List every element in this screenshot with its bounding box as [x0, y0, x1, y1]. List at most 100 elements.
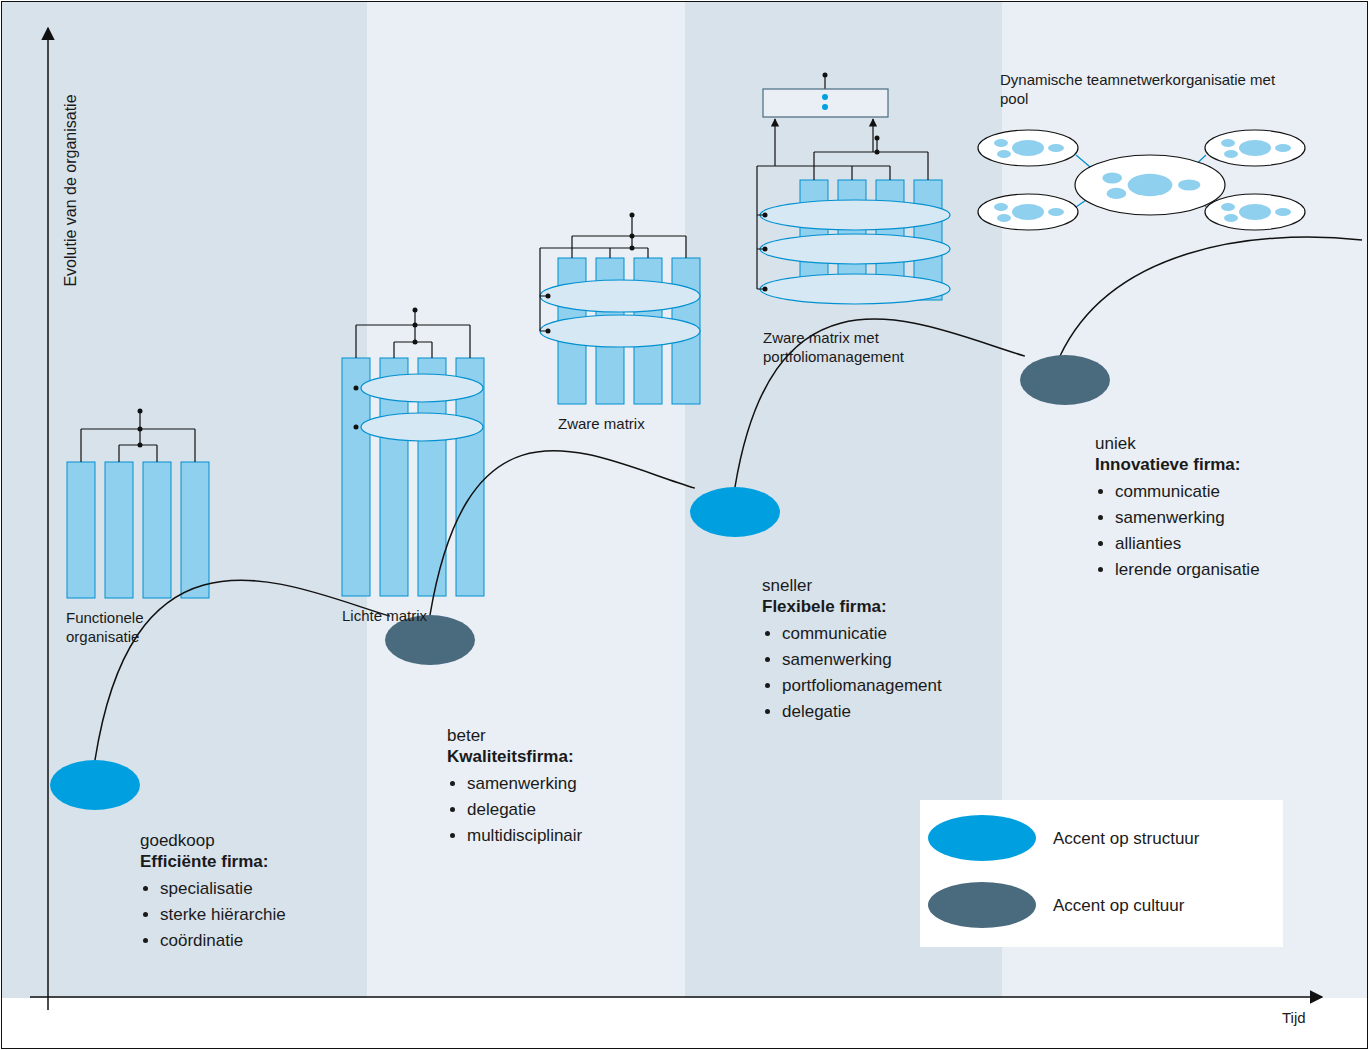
trait-item: samenwerking [1115, 505, 1260, 531]
graphic [978, 194, 1078, 230]
axis-title: Tijd [1282, 1008, 1306, 1027]
trait-item: samenwerking [782, 647, 942, 673]
legend-swatch [928, 882, 1036, 928]
stage-tag: beter [447, 725, 582, 746]
trait-item: multidisciplinair [467, 823, 582, 849]
graphic [413, 323, 418, 328]
trait-item: coördinatie [160, 928, 286, 954]
trait-item: allianties [1115, 531, 1260, 557]
stage-heading: Flexibele firma: [762, 596, 942, 617]
stage-heading: Kwaliteitsfirma: [447, 746, 582, 767]
graphic [354, 425, 359, 430]
graphic [138, 73, 880, 448]
graphic [540, 315, 700, 347]
graphic [1102, 172, 1200, 199]
legend-panel: Accent op structuurAccent op cultuur [920, 800, 1283, 947]
graphic [1205, 130, 1305, 166]
graphic [546, 294, 551, 299]
stage-text: beterKwaliteitsfirma: samenwerkingdelegat… [447, 725, 582, 849]
graphic [1205, 194, 1305, 230]
graphic [763, 247, 768, 252]
graphic [994, 203, 1064, 222]
trait-item: sterke hiërarchie [160, 902, 286, 928]
trait-item: delegatie [782, 699, 942, 725]
stage-ellipse: uniekInnovatieve firma:communicatiesamen… [1020, 355, 1110, 405]
structure-caption: Zware matrix [558, 414, 708, 433]
stage-tag: sneller [762, 575, 942, 596]
graphic [760, 234, 950, 264]
graphic [81, 411, 195, 462]
graphic [978, 130, 1305, 230]
trait-list: communicatiesamenwerkingportfoliomanagem… [762, 621, 942, 725]
graphic [763, 287, 768, 292]
graphic [757, 75, 928, 289]
structure-caption: Functionele organisatie [66, 608, 186, 646]
graphic [354, 386, 359, 391]
graphic [105, 462, 133, 598]
graphic [1075, 155, 1225, 215]
graphic [763, 89, 888, 117]
graphic [356, 310, 470, 358]
graphic [630, 246, 635, 251]
structure-caption: Zware matrix met portfoliomanagement [763, 328, 953, 366]
graphic [822, 104, 828, 110]
graphic [413, 340, 418, 345]
axis-title: Evolutie van de organisatie [61, 94, 80, 286]
graphic [774, 119, 775, 166]
trait-item: communicatie [782, 621, 942, 647]
graphic [823, 73, 828, 78]
graphic [47, 28, 49, 1010]
evolution-curve [430, 451, 695, 615]
structure-caption: Dynamische teamnetwerkorganisatie met po… [1000, 70, 1290, 108]
trait-list: communicatiesamenwerkingalliantieslerend… [1095, 479, 1260, 583]
graphic [67, 462, 95, 598]
graphic [361, 200, 950, 441]
graphic [875, 150, 880, 155]
graphic [1, 1, 367, 998]
trait-item: delegatie [467, 797, 582, 823]
graphic [763, 213, 768, 218]
trait-item: lerende organisatie [1115, 557, 1260, 583]
graphic [361, 413, 483, 441]
graphic [546, 329, 551, 334]
stage-heading: Innovatieve firma: [1095, 454, 1260, 475]
trait-list: samenwerkingdelegatiemultidisciplinair [447, 771, 582, 849]
graphic [822, 94, 828, 100]
trait-list: specialisatiesterke hiërarchiecoördinati… [140, 876, 286, 954]
legend-text: Accent op cultuur [1053, 895, 1184, 916]
graphic [875, 136, 880, 141]
graphic [1221, 203, 1291, 222]
graphic [760, 274, 950, 304]
stage-text: goedkoopEfficiënte firma: specialisatiest… [140, 830, 286, 954]
trait-item: portfoliomanagement [782, 673, 942, 699]
graphic [1221, 139, 1291, 158]
graphic [81, 75, 928, 462]
graphic [367, 1, 685, 998]
graphic [138, 409, 143, 414]
graphic [540, 215, 686, 331]
graphic [630, 213, 635, 218]
legend-swatch [928, 815, 1036, 861]
stage-tag: uniek [1095, 433, 1260, 454]
graphic [181, 462, 209, 598]
graphic [361, 374, 483, 402]
stage-heading: Efficiënte firma: [140, 851, 286, 872]
graphic [143, 462, 171, 598]
structure-caption: Lichte matrix [342, 606, 492, 625]
trait-item: samenwerking [467, 771, 582, 797]
graphic [540, 280, 700, 312]
graphic [630, 234, 635, 239]
graphic [30, 996, 1322, 998]
stage-text: snellerFlexibele firma: communicatiesamen… [762, 575, 942, 725]
graphic [1060, 237, 1362, 356]
trait-item: communicatie [1115, 479, 1260, 505]
graphic [413, 308, 418, 313]
graphic [994, 139, 1064, 158]
trait-item: specialisatie [160, 876, 286, 902]
graphic [872, 119, 873, 152]
stage-ellipse: goedkoopEfficiënte firma:specialisatiest… [50, 760, 140, 810]
evolution-curve [735, 319, 1025, 487]
stage-ellipse: snellerFlexibele firma:communicatiesamen… [690, 487, 780, 537]
stage-tag: goedkoop [140, 830, 286, 851]
